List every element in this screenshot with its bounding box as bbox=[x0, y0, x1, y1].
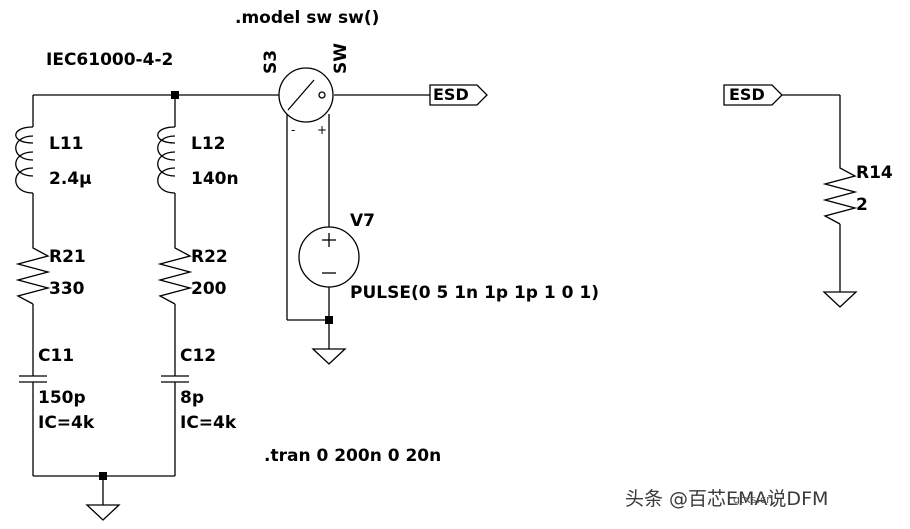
c11-ic: IC=4k bbox=[38, 413, 95, 433]
switch-s3-model: SW bbox=[331, 43, 351, 74]
r14-name: R14 bbox=[856, 163, 893, 183]
l12-name: L12 bbox=[191, 134, 226, 154]
model-directive: .model sw sw() bbox=[235, 8, 380, 28]
c12-value: 8p bbox=[180, 388, 204, 408]
r21-name: R21 bbox=[49, 247, 86, 267]
c12-name: C12 bbox=[180, 346, 217, 366]
junction-dot-bottom bbox=[99, 472, 107, 480]
ground-symbol-v7 bbox=[311, 348, 347, 365]
junction-dot-v7 bbox=[325, 316, 333, 324]
r22-name: R22 bbox=[191, 247, 228, 267]
v7-name: V7 bbox=[350, 211, 375, 231]
l12-value: 140n bbox=[191, 169, 239, 189]
switch-s3-contact bbox=[318, 91, 326, 99]
resistor-r22 bbox=[157, 240, 193, 305]
c11-name: C11 bbox=[38, 346, 75, 366]
switch-s3-minus-label: - bbox=[291, 123, 296, 137]
net-label-esd-out: ESD bbox=[433, 85, 469, 104]
switch-s3-name: S3 bbox=[261, 49, 281, 74]
resistor-r21 bbox=[15, 240, 51, 305]
junction-dot-top bbox=[171, 91, 179, 99]
c12-ic: IC=4k bbox=[180, 413, 237, 433]
net-flag-esd-out bbox=[429, 84, 488, 106]
net-label-esd-in: ESD bbox=[729, 85, 765, 104]
voltage-source-v7 bbox=[298, 226, 360, 288]
switch-s3-blade bbox=[287, 79, 315, 111]
resistor-r14 bbox=[822, 160, 858, 225]
switch-s3-plus-label: + bbox=[317, 123, 328, 137]
c11-value: 150p bbox=[38, 388, 86, 408]
l11-value: 2.4µ bbox=[49, 169, 92, 189]
watermark-text: 头条 @百芯EMA说DFM bbox=[625, 488, 829, 510]
net-flag-esd-in bbox=[723, 84, 783, 106]
ground-symbol-left bbox=[85, 504, 121, 521]
v7-value: PULSE(0 5 1n 1p 1p 1 0 1) bbox=[350, 283, 599, 303]
r21-value: 330 bbox=[49, 279, 85, 299]
l11-name: L11 bbox=[49, 134, 84, 154]
standard-label: IEC61000-4-2 bbox=[46, 50, 174, 70]
ground-symbol-r14 bbox=[822, 291, 858, 308]
inductor-l12 bbox=[157, 126, 176, 194]
r14-value: 2 bbox=[856, 195, 868, 215]
inductor-l11 bbox=[15, 126, 34, 194]
watermark-overlay: gtxs.cn bbox=[733, 493, 774, 506]
r22-value: 200 bbox=[191, 279, 227, 299]
tran-directive: .tran 0 200n 0 20n bbox=[264, 446, 442, 466]
switch-s3-body bbox=[278, 67, 334, 123]
